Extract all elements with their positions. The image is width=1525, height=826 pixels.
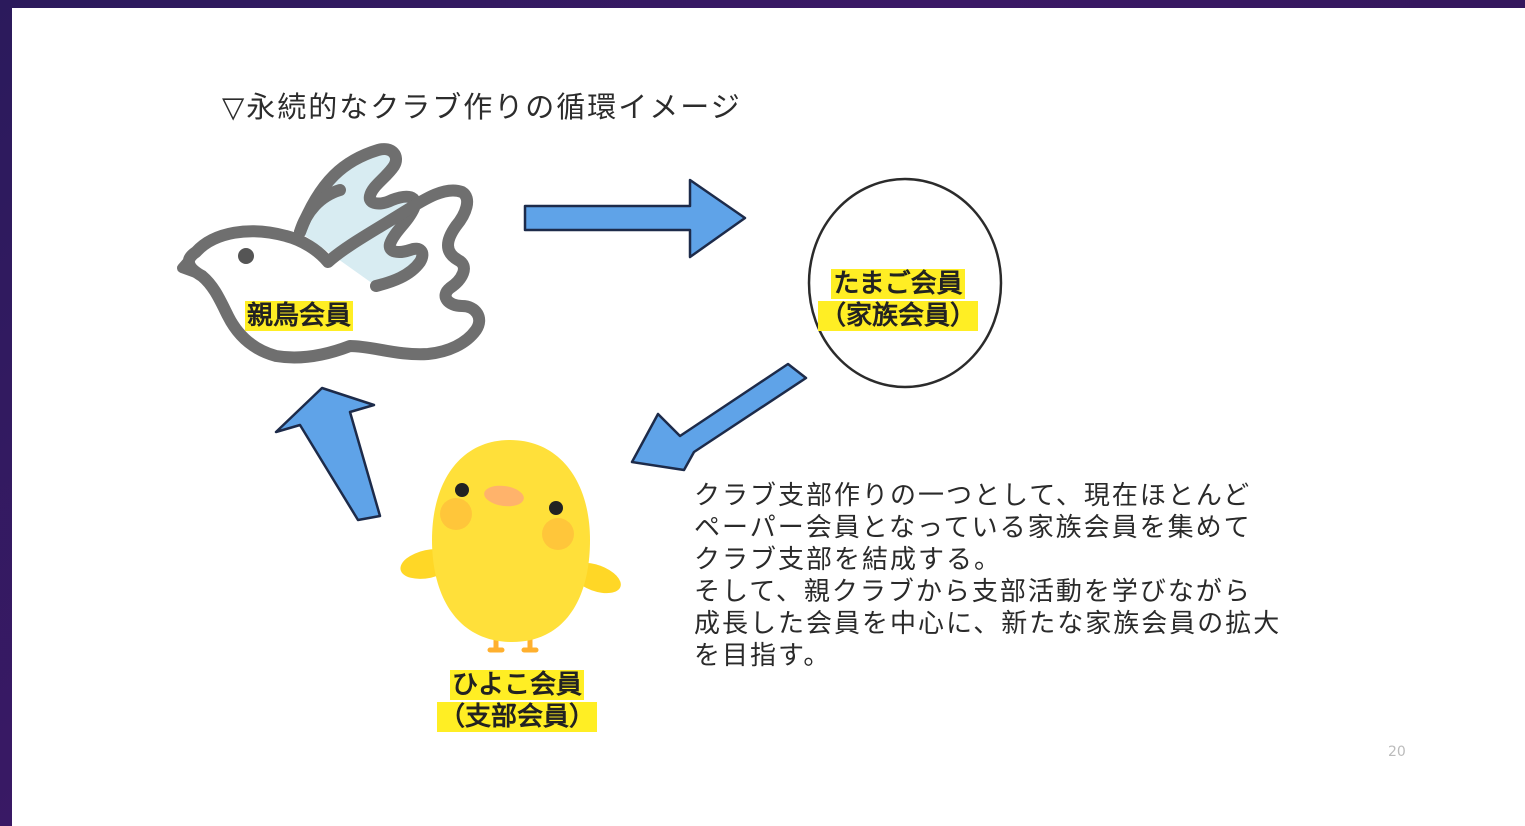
egg-member-label: たまご会員 （家族会員） [818,268,979,332]
description-line: そして、親クラブから支部活動を学びながら [694,577,1252,607]
description-block: クラブ支部作りの一つとして、現在ほとんど ペーパー会員となっている家族会員を集め… [694,480,1281,672]
document-page [12,8,1525,826]
arrow-chick-to-parent [274,386,382,522]
chick-member-subtext: （支部会員） [437,702,598,732]
chick-member-text: ひよこ会員 [450,670,585,700]
description-line: 成長した会員を中心に、新たな家族会員の拡大 [694,609,1282,639]
description-line: クラブ支部を結成する。 [694,545,1003,575]
description-line: を目指す。 [694,641,832,671]
description-line: ペーパー会員となっている家族会員を集めて [694,513,1252,543]
parent-member-label: 親鳥会員 [245,300,354,332]
parent-member-text: 親鳥会員 [245,301,354,331]
arrow-egg-to-chick [630,362,808,472]
chick-icon [400,440,621,653]
egg-member-text: たまご会員 [831,269,965,299]
bird-icon [177,143,486,364]
chick-member-label: ひよこ会員 （支部会員） [437,669,598,733]
description-line: クラブ支部作りの一つとして、現在ほとんど [694,481,1252,511]
page-number-mark: 20 [1388,744,1406,760]
egg-member-subtext: （家族会員） [818,301,979,331]
arrow-parent-to-egg [523,178,747,259]
page-title: ▽永続的なクラブ作りの循環イメージ [222,90,742,124]
